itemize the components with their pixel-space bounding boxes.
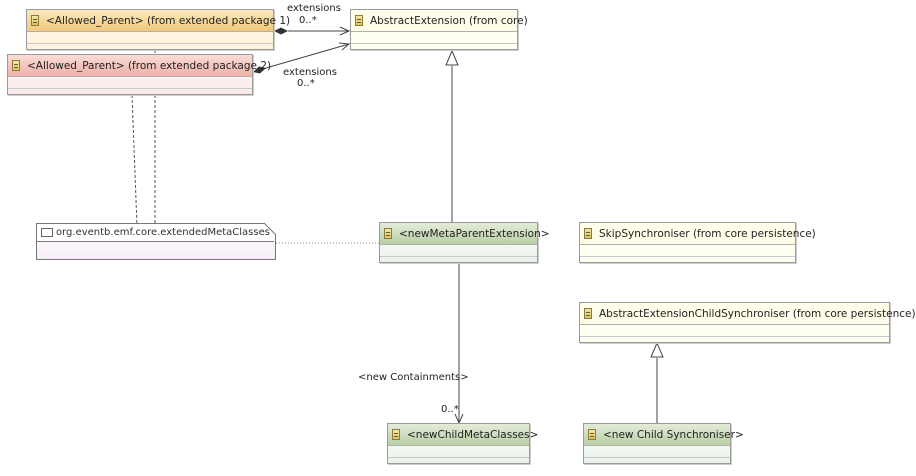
operations-compartment — [580, 257, 795, 268]
association-arrowhead-parent1 — [339, 26, 351, 36]
package-note-tab: org.eventb.emf.core.extendedMetaClasses — [36, 223, 274, 242]
class-allowed-parent-2-header: <Allowed_Parent> (from extended package … — [8, 55, 271, 77]
class-abstract-extension-child-synchroniser-header: AbstractExtensionChildSynchroniser (from… — [580, 303, 916, 325]
class-skip-synchroniser-header: SkipSynchroniser (from core persistence) — [580, 223, 816, 245]
generalization-triangle-child-synchroniser — [650, 341, 664, 358]
attributes-compartment — [27, 32, 273, 44]
containment-multiplicity-label: 0..* — [441, 404, 459, 415]
class-allowed-parent-1[interactable]: <Allowed_Parent> (from extended package … — [26, 9, 290, 50]
class-icon — [392, 429, 400, 440]
package-icon — [41, 228, 53, 237]
package-note[interactable]: org.eventb.emf.core.extendedMetaClasses — [36, 222, 277, 260]
attributes-compartment — [584, 446, 730, 458]
class-new-meta-parent-extension[interactable]: <newMetaParentExtension> — [379, 222, 550, 263]
class-new-child-synchroniser-name: <new Child Synchroniser> — [603, 428, 744, 441]
class-abstract-extension[interactable]: AbstractExtension (from core) — [350, 9, 528, 50]
operations-compartment — [351, 44, 517, 55]
package-note-label: org.eventb.emf.core.extendedMetaClasses — [56, 227, 270, 238]
generalization-triangle-abstract-extension — [445, 49, 459, 66]
containment-role-label: <new Containments> — [358, 372, 469, 383]
operations-compartment — [584, 458, 730, 469]
operations-compartment — [380, 257, 537, 268]
class-icon — [12, 60, 20, 71]
attributes-compartment — [380, 245, 537, 257]
association-role-label-1: extensions — [287, 3, 341, 14]
class-new-child-synchroniser-header: <new Child Synchroniser> — [584, 424, 744, 446]
class-skip-synchroniser-name: SkipSynchroniser (from core persistence) — [599, 227, 816, 240]
class-abstract-extension-child-synchroniser[interactable]: AbstractExtensionChildSynchroniser (from… — [579, 302, 916, 343]
class-abstract-extension-header: AbstractExtension (from core) — [351, 10, 528, 32]
association-line-parent2 — [265, 43, 350, 69]
class-allowed-parent-1-name: <Allowed_Parent> (from extended package … — [46, 14, 291, 27]
association-role-label-2: extensions — [283, 67, 337, 78]
class-allowed-parent-2[interactable]: <Allowed_Parent> (from extended package … — [7, 54, 271, 95]
class-icon — [355, 15, 363, 26]
association-arrowhead-parent2 — [338, 42, 351, 51]
composition-diamond-parent2 — [253, 66, 266, 74]
class-abstract-extension-child-synchroniser-name: AbstractExtensionChildSynchroniser (from… — [599, 307, 916, 320]
class-new-child-meta-classes-header: <newChildMetaClasses> — [388, 424, 538, 446]
dependency-line-parent2-note — [131, 94, 138, 227]
operations-compartment — [580, 337, 889, 348]
class-new-child-synchroniser[interactable]: <new Child Synchroniser> — [583, 423, 744, 464]
class-icon — [384, 228, 392, 239]
attributes-compartment — [8, 77, 252, 89]
note-fold-corner — [263, 222, 277, 236]
class-icon — [584, 308, 592, 319]
class-abstract-extension-name: AbstractExtension (from core) — [370, 14, 528, 27]
class-new-meta-parent-extension-header: <newMetaParentExtension> — [380, 223, 550, 245]
association-multiplicity-label-1: 0..* — [299, 15, 317, 26]
operations-compartment — [388, 458, 529, 469]
class-allowed-parent-2-name: <Allowed_Parent> (from extended package … — [27, 59, 272, 72]
operations-compartment — [8, 89, 252, 100]
class-skip-synchroniser[interactable]: SkipSynchroniser (from core persistence) — [579, 222, 816, 263]
attributes-compartment — [351, 32, 517, 44]
class-icon — [31, 15, 39, 26]
class-icon — [588, 429, 596, 440]
attributes-compartment — [580, 245, 795, 257]
class-new-child-meta-classes-name: <newChildMetaClasses> — [407, 428, 539, 441]
class-icon — [584, 228, 592, 239]
class-new-child-meta-classes[interactable]: <newChildMetaClasses> — [387, 423, 538, 464]
association-multiplicity-label-2: 0..* — [297, 78, 315, 89]
class-new-meta-parent-extension-name: <newMetaParentExtension> — [399, 227, 550, 240]
attributes-compartment — [388, 446, 529, 458]
attributes-compartment — [580, 325, 889, 337]
class-allowed-parent-1-header: <Allowed_Parent> (from extended package … — [27, 10, 290, 32]
composition-diamond-parent1 — [274, 27, 288, 35]
